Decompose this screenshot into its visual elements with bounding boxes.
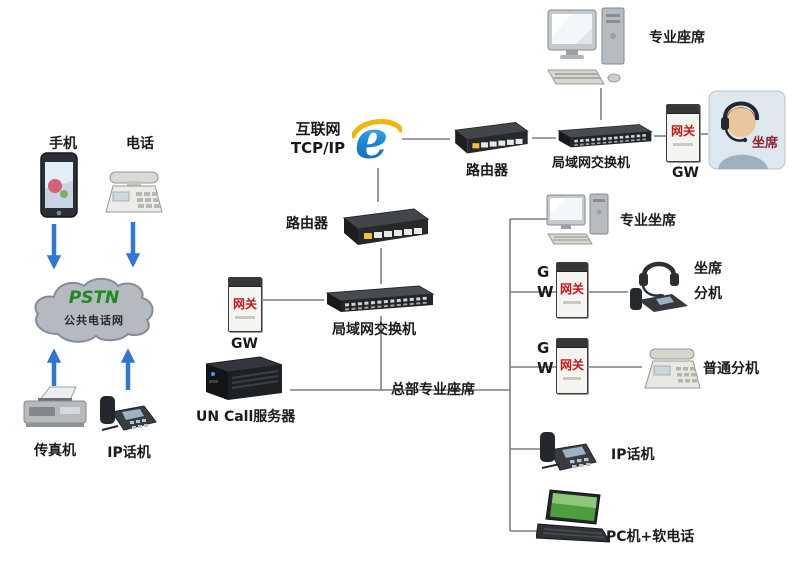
normal-ext-label: 普通分机	[703, 361, 759, 377]
gw-left-label: GW	[231, 336, 258, 352]
router-top-icon	[450, 116, 532, 160]
internet-explorer-icon: e	[352, 110, 402, 170]
gateway-cap	[229, 278, 261, 287]
ip-phone-right-label: IP话机	[611, 447, 655, 463]
fax-label: 传真机	[34, 443, 76, 459]
gw-top-label: GW	[672, 165, 699, 181]
agent-person-icon: 坐席	[708, 90, 786, 170]
mobile-label: 手机	[49, 136, 77, 152]
pstn-arrows	[46, 222, 141, 390]
gateway-cap	[557, 263, 587, 272]
gateway-top-icon: 网关	[666, 104, 700, 162]
pc-softphone-label: PC机+软电话	[606, 529, 695, 545]
pstn-title: PSTN	[68, 288, 120, 308]
agent-photo-label: 坐席	[752, 136, 779, 151]
laptop-icon	[536, 488, 610, 548]
gateway-vent	[673, 143, 693, 146]
pro-agent-top-label: 专业座席	[649, 30, 705, 46]
telephone-icon	[103, 168, 165, 216]
hq-agents-label: 总部专业座席	[391, 382, 475, 398]
agent-ext-phone-icon	[628, 252, 696, 314]
internet-label: 互联网 TCP/IP	[290, 120, 346, 157]
pro-agent-right-label: 专业坐席	[620, 213, 676, 229]
switch-mid-icon	[324, 282, 436, 316]
switch-top-icon	[556, 120, 654, 152]
router-mid-icon	[338, 202, 433, 252]
gateway-right1-icon: 网关	[556, 262, 588, 318]
gateway-left-icon: 网关	[228, 277, 262, 332]
ip-phone-left-icon	[98, 386, 158, 438]
svg-text:e: e	[355, 110, 388, 170]
gateway-text: 网关	[559, 282, 584, 296]
pstn-cloud-icon: PSTN 公共电话网	[28, 274, 160, 350]
gw-letters-2: G W	[537, 339, 554, 377]
telephone-label: 电话	[126, 136, 154, 152]
gateway-text: 网关	[559, 358, 584, 372]
gateway-text: 网关	[670, 124, 695, 138]
pstn-name: 公共电话网	[64, 314, 124, 327]
switch-top-label: 局域网交换机	[552, 156, 631, 171]
gray-wires	[262, 88, 708, 532]
gateway-cap	[557, 339, 587, 348]
desktop-top-icon	[546, 6, 628, 90]
gw-letters-1: G W	[537, 263, 554, 301]
router-top-label: 路由器	[466, 163, 508, 179]
fax-machine-icon	[22, 382, 88, 432]
switch-mid-label: 局域网交换机	[332, 322, 416, 338]
gateway-right2-icon: 网关	[556, 338, 588, 394]
gateway-vent	[563, 377, 581, 380]
mobile-phone-icon	[38, 152, 80, 218]
gateway-cap	[667, 105, 699, 114]
gateway-text: 网关	[232, 297, 257, 311]
gateway-vent	[563, 301, 581, 304]
gateway-vent	[235, 316, 255, 319]
normal-ext-phone-icon	[642, 346, 704, 392]
router-mid-label: 路由器	[286, 216, 328, 232]
desktop-right-icon	[546, 192, 612, 248]
server-icon	[198, 352, 290, 404]
ip-phone-left-label: IP话机	[107, 445, 151, 461]
server-label: UN Call服务器	[196, 409, 296, 425]
ip-phone-right-icon	[538, 420, 600, 476]
agent-ext-label: 坐席 分机	[694, 261, 722, 302]
